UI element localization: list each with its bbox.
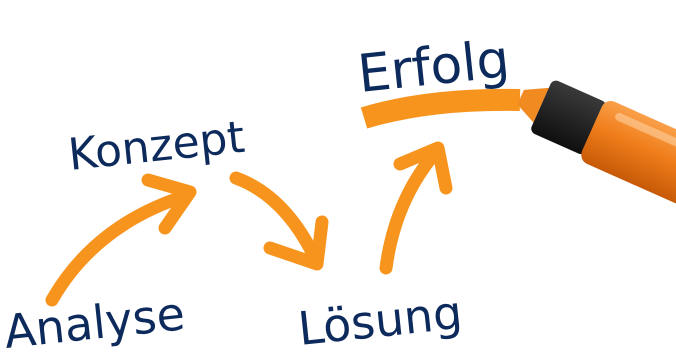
arrow-loesung-to-erfolg — [379, 141, 453, 275]
word-loesung: Lösung — [296, 285, 465, 356]
highlight-stroke — [360, 88, 521, 129]
marker-nib — [517, 87, 549, 123]
highlighter-marker-icon — [517, 80, 676, 222]
word-analyse: Analyse — [2, 286, 188, 357]
marker-highlight — [615, 112, 676, 175]
marker-body — [581, 101, 676, 222]
marker-tip — [531, 80, 606, 155]
arrow-konzept-to-loesung — [229, 171, 329, 271]
arrow-analyse-to-konzept — [45, 173, 197, 307]
word-konzept: Konzept — [66, 112, 247, 181]
